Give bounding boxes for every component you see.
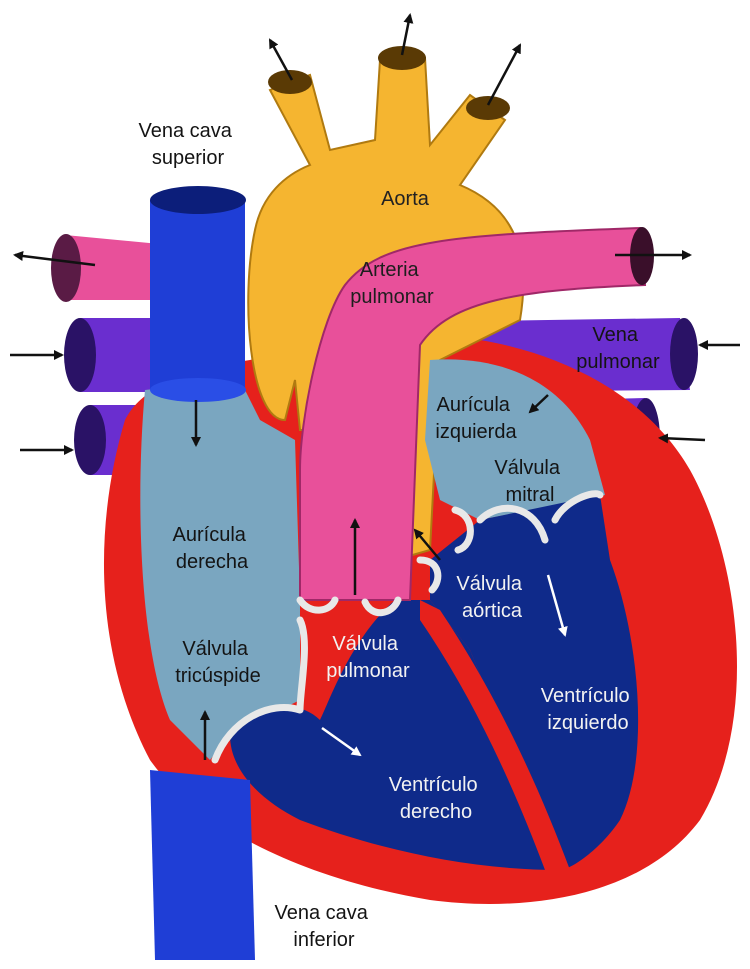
label-valvula-mitral-line1: Válvula — [494, 457, 560, 479]
label-valvula-pulmonar-line2: pulmonar — [326, 660, 410, 682]
pulmonary-artery-left-branch — [51, 234, 170, 302]
label-auricula-izquierda-line2: izquierda — [435, 421, 517, 443]
label-valvula-aortica: Válvula aórtica — [456, 573, 527, 622]
arrow-vein-right-bottom — [658, 433, 706, 444]
label-aorta: Aorta — [381, 188, 430, 210]
right-atrium-chamber — [140, 380, 300, 760]
label-ventriculo-derecho-line2: derecho — [400, 801, 472, 823]
arrow-aorta-left — [268, 38, 294, 81]
septum — [420, 600, 570, 870]
aortic-valve-shape — [416, 506, 474, 594]
label-valvula-tricuspide-line1: Válvula — [182, 638, 248, 660]
arrow-aortic-up — [413, 528, 441, 561]
label-auricula-izquierda: Aurícula izquierda — [435, 394, 517, 443]
label-valvula-mitral-line2: mitral — [506, 484, 555, 506]
arrow-to-left-ventricle — [546, 574, 568, 637]
flow-arrows — [10, 13, 740, 760]
label-ventriculo-izquierdo-line2: izquierdo — [547, 712, 628, 734]
valves — [211, 490, 604, 764]
label-vena-cava-superior: Vena cava superior — [139, 120, 238, 169]
tricuspid-valve-shape — [211, 616, 308, 764]
aorta-opening-1 — [268, 70, 312, 94]
vena-cava — [150, 186, 255, 960]
label-vena-pulmonar-line2: pulmonar — [576, 351, 660, 373]
label-auricula-derecha: Aurícula derecha — [173, 524, 252, 573]
label-vena-cava-superior-line1: Vena cava — [139, 120, 233, 142]
label-ventriculo-izquierdo: Ventrículo izquierdo — [541, 685, 636, 734]
arrow-into-left-atrium — [528, 394, 549, 414]
pulmonary-valve-shape — [296, 596, 402, 617]
aorta-opening-3 — [466, 96, 510, 120]
pulmonary-artery-trunk — [299, 226, 647, 601]
label-auricula-izquierda-line1: Aurícula — [437, 394, 511, 416]
label-auricula-derecha-line1: Aurícula — [173, 524, 247, 546]
label-arteria-pulmonar: Arteria pulmonar — [350, 259, 434, 308]
arrow-aorta-middle — [400, 13, 414, 56]
arrow-to-right-ventricle — [321, 726, 362, 757]
label-valvula-tricuspide-line2: tricúspide — [175, 665, 261, 687]
arrow-aorta-right — [486, 43, 522, 106]
label-auricula-derecha-line2: derecha — [176, 551, 249, 573]
aorta-opening-2 — [378, 46, 426, 70]
label-arteria-pulmonar-line2: pulmonar — [350, 286, 434, 308]
label-ventriculo-derecho-line1: Ventrículo — [389, 774, 478, 796]
label-valvula-mitral: Válvula mitral — [494, 457, 565, 506]
label-valvula-aortica-line1: Válvula — [456, 573, 522, 595]
label-valvula-pulmonar-line1: Válvula — [332, 633, 398, 655]
label-vena-cava-inferior-line1: Vena cava — [275, 902, 369, 924]
label-vena-cava-superior-line2: superior — [152, 147, 225, 169]
label-ventriculo-derecho: Ventrículo derecho — [389, 774, 484, 823]
label-vena-cava-inferior: Vena cava inferior — [275, 902, 374, 951]
flow-arrows-light — [321, 574, 568, 757]
label-valvula-aortica-line2: aórtica — [462, 600, 523, 622]
label-ventriculo-izquierdo-line1: Ventrículo — [541, 685, 630, 707]
label-valvula-tricuspide: Válvula tricúspide — [175, 638, 261, 687]
left-atrium-chamber — [425, 359, 605, 520]
left-ventricle-chamber — [430, 495, 639, 870]
label-arteria-pulmonar-line1: Arteria — [360, 259, 420, 281]
right-ventricle-chamber — [230, 600, 560, 870]
mitral-valve-shape — [476, 490, 604, 544]
label-vena-cava-inferior-line2: inferior — [293, 929, 354, 951]
label-vena-pulmonar-line1: Vena — [592, 324, 638, 346]
label-vena-pulmonar: Vena pulmonar — [576, 324, 660, 373]
label-valvula-pulmonar: Válvula pulmonar — [326, 633, 410, 682]
arrow-pulmonary-left — [13, 251, 96, 267]
